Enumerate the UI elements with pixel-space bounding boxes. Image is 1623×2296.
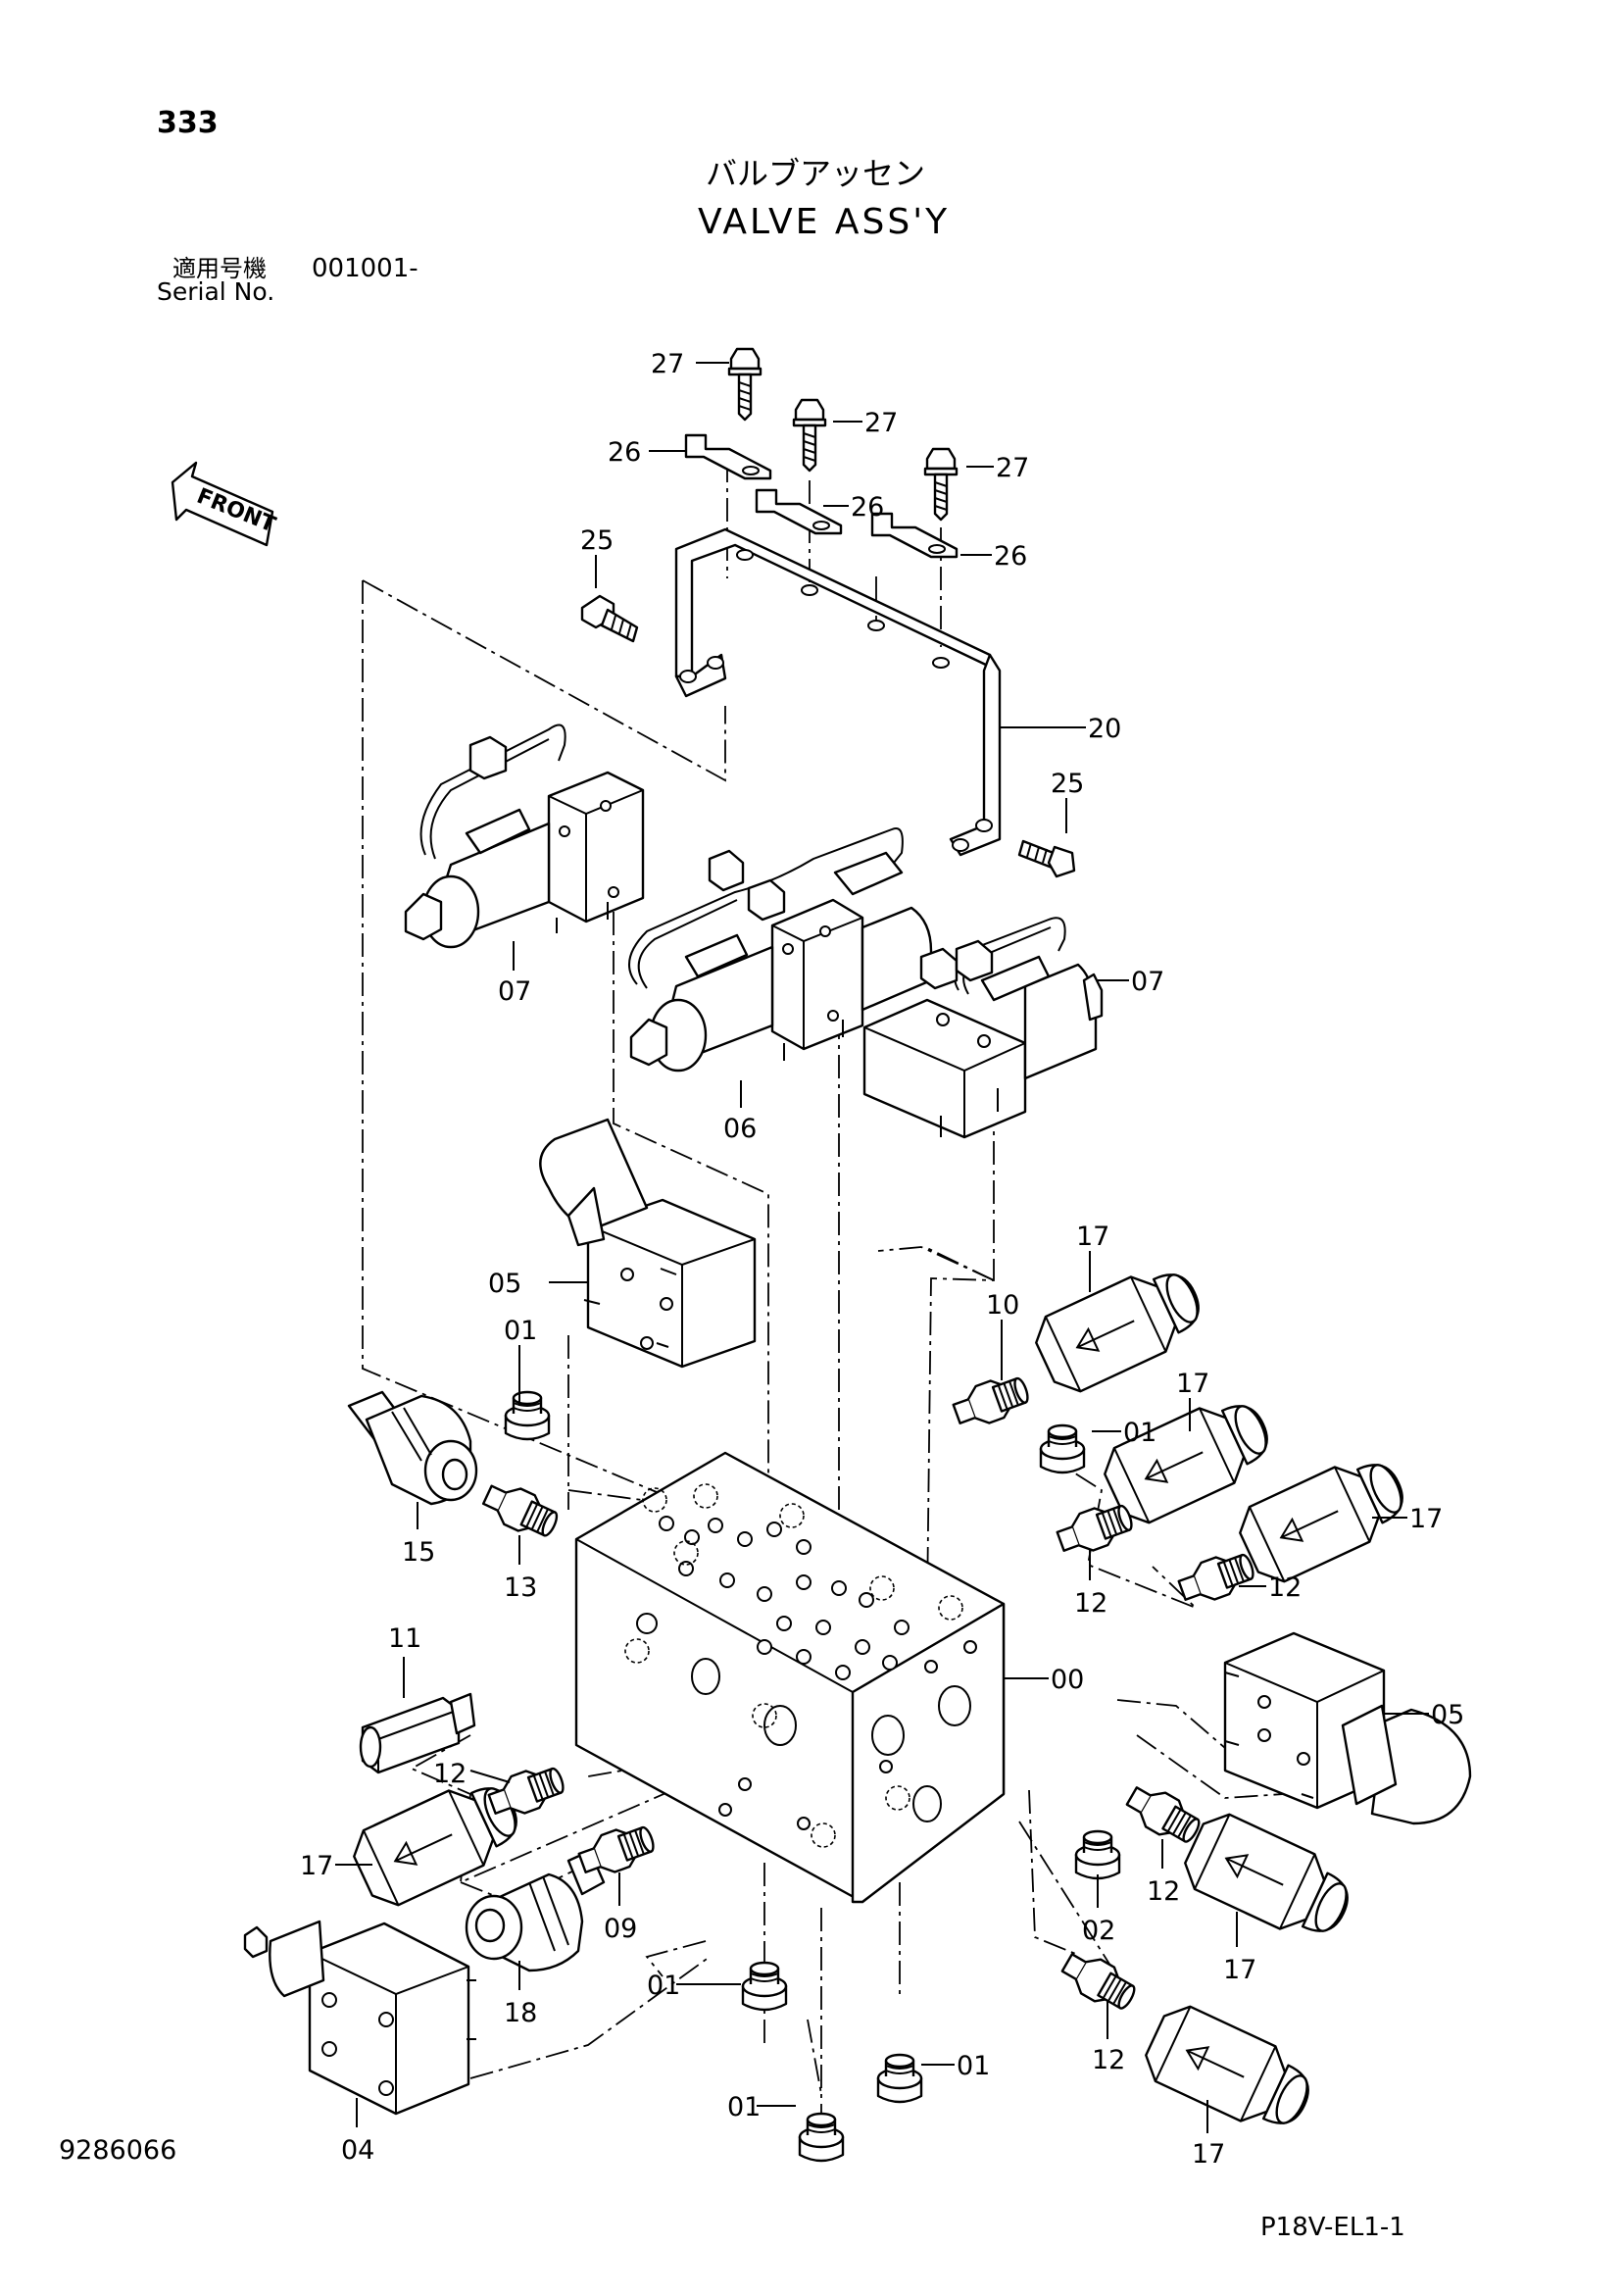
bracket-part-20 [674,527,1002,857]
valve-part-04 [243,1920,476,2116]
callout-26a: 26 [608,437,641,468]
plug-part-02 [1074,1829,1121,1880]
callout-26c: 26 [994,541,1027,572]
fitting-part-11 [359,1692,476,1774]
solenoid-valve-part-07b [862,917,1104,1139]
callout-15: 15 [402,1537,435,1568]
callout-01d: 01 [957,2051,990,2081]
callout-17e: 17 [1223,1955,1256,1985]
callout-25b: 25 [1051,769,1084,799]
main-block-part-00 [574,1451,1006,1904]
valve-part-05a [539,1118,757,1369]
title-japanese: バルブアッセン [706,155,925,192]
nipple-part-10 [949,1369,1034,1434]
callout-17a: 17 [1076,1222,1109,1252]
callout-06: 06 [723,1114,757,1144]
serial-label-japanese: 適用号機 [172,255,267,282]
plug-part-01d [876,2053,923,2104]
bracket-part-26c [870,512,959,559]
callout-12e: 12 [1092,2045,1125,2075]
plug-part-01b [1039,1423,1086,1474]
callout-00: 00 [1051,1665,1084,1695]
callout-17f: 17 [1192,2139,1225,2170]
nipple-part-12c [484,1759,569,1824]
callout-12a: 12 [1074,1588,1107,1619]
nipple-part-13 [477,1475,564,1545]
front-arrow-icon: FRONT [171,461,278,547]
solenoid-valve-part-06 [628,827,933,1073]
title-english: VALVE ASS'Y [698,202,950,242]
callout-01a: 01 [504,1316,537,1346]
callout-07b: 07 [1131,967,1164,997]
callout-13: 13 [504,1572,537,1603]
callout-11: 11 [388,1623,421,1654]
page-number: 333 [157,106,219,140]
nipple-part-12a [1053,1496,1138,1562]
callout-17c: 17 [1409,1504,1443,1534]
callout-27b: 27 [864,408,898,438]
bolt-part-27b [792,398,827,473]
bolt-part-27a [727,347,762,422]
plug-part-01a [504,1390,551,1441]
bolt-part-27c [923,447,959,522]
leader-lines [335,362,1429,2133]
nipple-part-12d [1120,1777,1206,1852]
bracket-part-26b [755,488,843,535]
valve-part-05b [1223,1631,1472,1825]
callout-01e: 01 [727,2092,761,2122]
assembly-lines [362,459,1285,2157]
callout-05b: 05 [1431,1700,1464,1730]
plug-part-01c [741,1961,788,2012]
nipple-part-12e [1056,1944,1142,2019]
callout-27a: 27 [651,349,684,379]
callout-05a: 05 [488,1269,521,1299]
check-valve-part-17f [1136,1997,1323,2144]
callout-12b: 12 [1268,1572,1302,1603]
drawing-number: 9286066 [59,2135,176,2166]
callout-04: 04 [341,2135,374,2166]
callout-26b: 26 [851,492,884,523]
nipple-part-09 [574,1818,660,1883]
callout-17b: 17 [1176,1369,1209,1399]
bolt-part-25b [1017,839,1076,878]
callout-27c: 27 [996,453,1029,483]
callout-09: 09 [604,1914,637,1944]
callout-18: 18 [504,1998,537,2028]
serial-label-english: Serial No. [157,277,274,306]
solenoid-valve-part-07a [404,724,645,949]
callout-25a: 25 [580,525,614,556]
bolt-part-25a [580,594,639,643]
callout-12c: 12 [433,1759,467,1789]
nipple-part-12b [1174,1545,1259,1611]
callout-20: 20 [1088,714,1121,744]
plug-part-01e [798,2112,845,2163]
bracket-part-26a [684,433,772,480]
fitting-part-18 [465,1849,606,1972]
serial-value: 001001- [312,254,418,283]
sheet-code: P18V-EL1-1 [1260,2213,1405,2242]
callout-10: 10 [986,1290,1019,1321]
callout-02: 02 [1082,1916,1115,1946]
check-valve-part-17e [1175,1805,1362,1952]
callout-07a: 07 [498,976,531,1007]
callout-12d: 12 [1147,1876,1180,1907]
fitting-part-15 [347,1390,478,1506]
callout-01b: 01 [1123,1418,1156,1448]
callout-01c: 01 [647,1971,680,2001]
callout-17d: 17 [300,1851,333,1881]
